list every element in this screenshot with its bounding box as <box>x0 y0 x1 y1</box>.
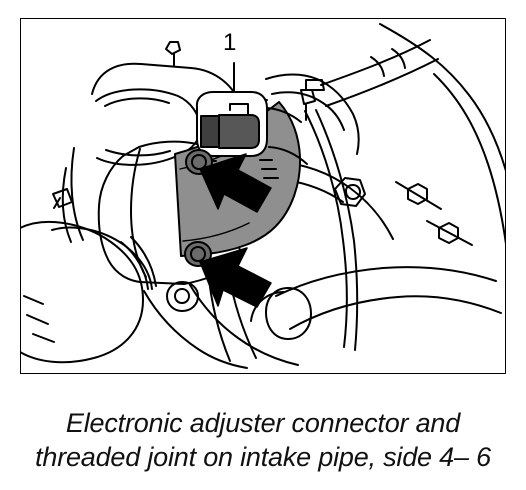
upper-fastener-detail <box>305 79 325 91</box>
right-vertical-rod <box>304 110 348 348</box>
engine-line-illustration <box>20 18 506 374</box>
callout-number: 1 <box>223 29 237 56</box>
figure-caption: Electronic adjuster connector and thread… <box>0 406 526 474</box>
main-adjuster-shoulder <box>130 148 147 278</box>
caption-line-1: Electronic adjuster connector and <box>65 408 461 438</box>
right-hose-end-ring <box>265 287 312 340</box>
right-hose-lower <box>289 295 502 330</box>
left-bottom-detail <box>23 295 55 343</box>
bottom-center-web <box>189 284 299 366</box>
bottom-left-bracket <box>143 290 248 369</box>
top-right-rib-1 <box>370 56 385 77</box>
right-clamp-detail <box>266 107 308 165</box>
caption-line-2: threaded joint on intake pipe, side 4– 6 <box>35 442 491 472</box>
lower-arrow-icon <box>199 247 272 308</box>
lower-left-bolt-inner <box>174 288 190 304</box>
right-side-bolt-stem <box>395 181 442 210</box>
left-bracket-detail <box>52 188 73 209</box>
right-hose-upper <box>275 266 497 297</box>
small-top-bolt <box>165 41 181 67</box>
right-upper-bracket-inner <box>271 91 345 131</box>
right-upper-bracket <box>265 73 360 155</box>
top-right-arm <box>320 39 439 107</box>
center-rib-detail <box>259 159 279 179</box>
upper-arrow-icon <box>199 153 272 213</box>
right-upper-bolt-inner <box>345 184 361 200</box>
right-lower-bolt-stem <box>426 220 473 246</box>
right-wall-curve <box>433 73 506 245</box>
top-right-rib-2 <box>391 48 406 69</box>
left-cylinder-ring-1 <box>104 97 170 107</box>
lower-left-bolt-outline <box>166 281 199 312</box>
right-upper-bolt <box>334 177 366 207</box>
right-side-bolt <box>407 183 428 205</box>
top-right-curve <box>379 23 506 172</box>
right-vertical-rod-2 <box>315 109 359 351</box>
left-body-shell <box>61 147 84 243</box>
electronic-adjuster-connector <box>195 91 268 162</box>
